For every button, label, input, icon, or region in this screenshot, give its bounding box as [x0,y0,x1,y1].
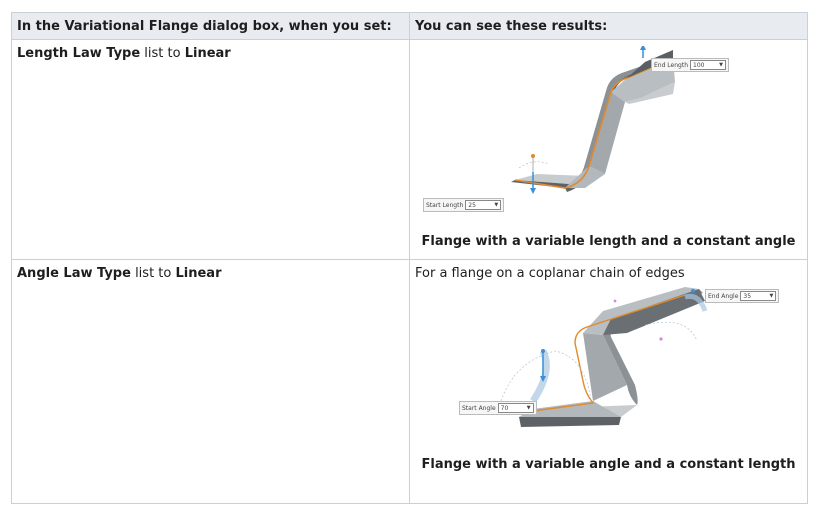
header-results: You can see these results: [409,12,808,40]
figure-caption: Flange with a variable angle and a const… [421,457,796,472]
setting-cell: Length Law Type list to Linear [11,39,410,260]
start-angle-value: 70 [500,404,509,412]
flange-length-illustration [511,46,675,194]
chevron-down-icon: ▼ [769,293,774,299]
flange-length-figure: End Length 100 ▼ Start Length 25 ▼ Flange … [415,46,802,253]
end-length-field[interactable]: End Length 100 ▼ [651,58,730,72]
end-angle-value: 35 [743,292,752,300]
chevron-down-icon: ▼ [526,405,531,411]
end-angle-field[interactable]: End Angle 35 ▼ [705,289,780,303]
figure-intro: For a flange on a coplanar chain of edge… [415,266,685,281]
chevron-down-icon: ▼ [719,62,724,68]
end-length-value: 100 [693,61,705,69]
result-cell: For a flange on a coplanar chain of edge… [409,259,808,504]
start-angle-field[interactable]: Start Angle 70 ▼ [459,401,537,415]
header-setting: In the Variational Flange dialog box, wh… [11,12,410,40]
setting-mid: list to [140,46,185,61]
table-row: Length Law Type list to Linear [11,39,808,260]
setting-cell: Angle Law Type list to Linear [11,259,410,504]
setting-value: Linear [175,266,222,281]
header-strong: Variational Flange [64,18,199,34]
chevron-down-icon: ▼ [494,202,499,208]
end-length-select[interactable]: 100 ▼ [690,60,727,70]
header-suffix: dialog box, when you set: [198,18,392,34]
setting-value: Linear [184,46,231,61]
start-length-value: 25 [468,201,476,209]
end-angle-select[interactable]: 35 ▼ [740,291,777,301]
start-length-select[interactable]: 25 ▼ [465,200,502,210]
header-results-text: You can see these results: [415,18,608,34]
header-prefix: In the [17,18,65,34]
result-cell: End Length 100 ▼ Start Length 25 ▼ Flange … [409,39,808,260]
start-angle-select[interactable]: 70 ▼ [497,403,534,413]
start-length-field[interactable]: Start Length 25 ▼ [423,198,505,212]
start-angle-label: Start Angle [462,404,496,412]
flange-angle-illustration [500,287,708,427]
end-length-label: End Length [654,61,689,69]
end-angle-label: End Angle [708,292,739,300]
start-length-label: Start Length [426,201,464,209]
results-table: In the Variational Flange dialog box, wh… [11,12,808,504]
figure-caption: Flange with a variable length and a cons… [421,234,796,249]
flange-angle-figure: End Angle 35 ▼ Start Angle 70 ▼ Flange wit… [415,281,802,494]
setting-strong: Angle Law Type [17,266,131,281]
setting-strong: Length Law Type [17,46,141,61]
table-row: Angle Law Type list to Linear For a flan… [11,259,808,504]
setting-mid: list to [130,266,176,281]
table-header-row: In the Variational Flange dialog box, wh… [11,12,808,40]
